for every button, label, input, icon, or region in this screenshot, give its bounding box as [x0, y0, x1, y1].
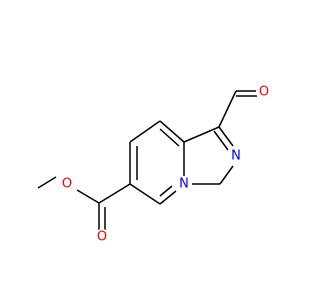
aldehyde-oxygen-label: O — [259, 85, 269, 100]
bridgehead-nitrogen-label: N — [179, 177, 189, 192]
bond-c8-c7 — [129, 120, 161, 143]
bond-c8a-c1 — [183, 126, 220, 143]
bridgehead-nitrogen-atom: N — [176, 176, 192, 192]
bonds — [37, 90, 257, 230]
imidazole-nitrogen-label: N — [231, 149, 241, 164]
bond-c8a-c8 — [159, 120, 185, 143]
bond-c5-n4 — [159, 190, 177, 205]
bond-ether-oxygen-methyl — [37, 176, 57, 189]
bond-c6-c5 — [129, 183, 161, 205]
molecule-drawing: O N N O O — [37, 84, 272, 245]
bond-c5-n4-second — [159, 185, 173, 197]
bond-cester-ether-oxygen — [76, 189, 100, 204]
ether-oxygen-label: O — [62, 177, 72, 192]
bond-c1-n2 — [218, 126, 234, 147]
bond-c1-n2-second — [213, 130, 229, 151]
carbonyl-oxygen-atom: O — [94, 229, 110, 245]
bond-n2-c3 — [219, 165, 234, 185]
aldehyde-oxygen-atom: O — [256, 84, 272, 100]
structure-canvas: O N N O O — [37, 84, 272, 245]
ether-oxygen-atom: O — [59, 176, 75, 192]
imidazole-nitrogen-atom: N — [228, 148, 244, 164]
bond-c1-cald — [218, 90, 237, 128]
bond-c6-cester — [98, 183, 131, 204]
bond-c8a-c8-second — [159, 128, 180, 147]
carbonyl-oxygen-label: O — [97, 230, 107, 245]
atom-labels: O N N O O — [59, 84, 272, 245]
